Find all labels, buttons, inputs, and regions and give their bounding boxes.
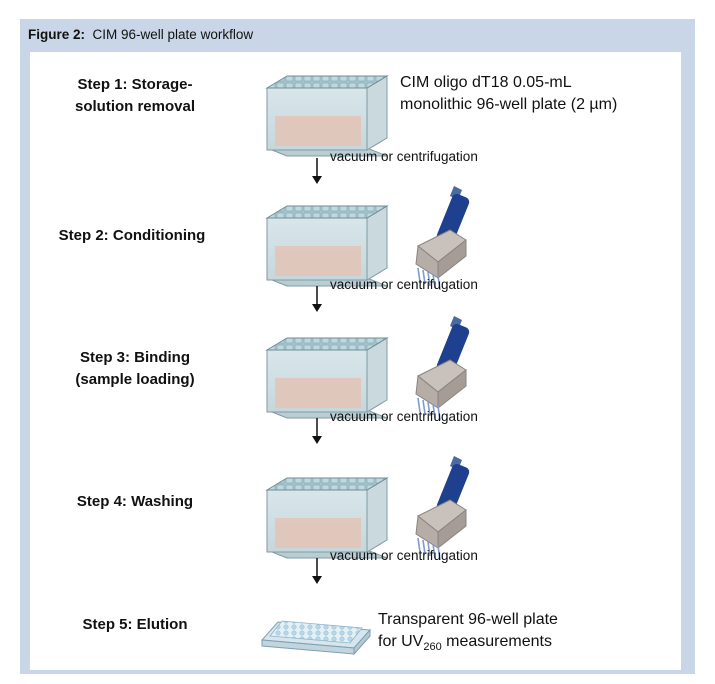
step-2-text-line1: Conditioning (112, 227, 206, 244)
elution-description-line2-suffix: measurements (441, 633, 552, 650)
multichannel-pipette-icon (415, 456, 470, 561)
arrow-down-icon (312, 158, 322, 184)
step-5-label: Step 5: Elution (50, 614, 220, 636)
elution-description: Transparent 96-well plate for UV260 meas… (378, 609, 558, 658)
workflow-illustration (260, 75, 470, 656)
monolithic-plate-icon (265, 477, 389, 559)
monolithic-plate-icon (265, 205, 389, 287)
step-5-number: Step 5: (82, 616, 133, 633)
step-2-number: Step 2: (58, 227, 109, 244)
step-3-number: Step 3: (79, 349, 130, 366)
transition-note: vacuum or centrifugation (330, 149, 478, 164)
elution-description-line2-prefix: for UV (378, 633, 424, 650)
workflow-panel: Step 1: Storage- solution removal Step 2… (30, 52, 681, 670)
elution-description-line1: Transparent 96-well plate (378, 611, 558, 628)
arrow-down-icon (312, 558, 322, 584)
step-2-label: Step 2: Conditioning (36, 225, 228, 247)
monolithic-plate-icon (265, 75, 389, 157)
arrow-down-icon (312, 286, 322, 312)
step-1-label: Step 1: Storage- solution removal (50, 74, 220, 118)
figure-title: CIM 96-well plate workflow (92, 27, 254, 42)
monolithic-plate-icon (265, 337, 389, 419)
transition-note: vacuum or centrifugation (330, 548, 478, 563)
plate-description-line2: monolithic 96-well plate (2 µm) (400, 96, 618, 113)
step-3-label: Step 3: Binding (sample loading) (50, 347, 220, 391)
figure-header: Figure 2: CIM 96-well plate workflow (20, 19, 695, 50)
multichannel-pipette-icon (415, 186, 470, 291)
step-3-text-line1: Binding (134, 349, 190, 366)
step-1-text-line1: Storage- (131, 76, 193, 93)
elution-description-subscript: 260 (423, 641, 442, 654)
step-1-number: Step 1: (77, 76, 128, 93)
step-3-text-line2: (sample loading) (75, 371, 195, 388)
transparent-plate-icon (260, 620, 372, 656)
step-4-number: Step 4: (76, 493, 127, 510)
transition-note: vacuum or centrifugation (330, 277, 478, 292)
step-4-text-line1: Washing (131, 493, 194, 510)
plate-description: CIM oligo dT18 0.05-mL monolithic 96-wel… (400, 72, 617, 116)
figure-frame: Figure 2: CIM 96-well plate workflow (20, 19, 695, 674)
step-4-label: Step 4: Washing (50, 491, 220, 513)
figure-caption: Figure 2: CIM 96-well plate workflow (28, 27, 253, 42)
multichannel-pipette-icon (415, 316, 470, 421)
figure-label: Figure 2: (28, 27, 86, 42)
plate-description-line1: CIM oligo dT18 0.05-mL (400, 74, 572, 91)
transition-note: vacuum or centrifugation (330, 409, 478, 424)
step-1-text-line2: solution removal (74, 98, 196, 115)
step-5-text-line1: Elution (136, 616, 188, 633)
arrow-down-icon (312, 418, 322, 444)
